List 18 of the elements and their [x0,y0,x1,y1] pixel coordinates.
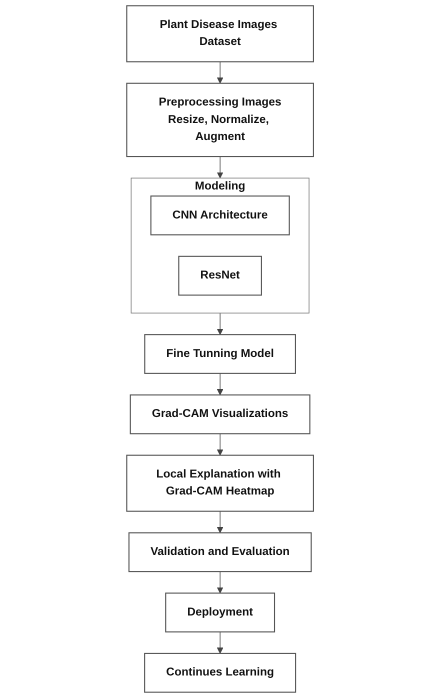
arrow [217,632,224,654]
arrow [217,312,224,335]
node-box: CNN Architecture [150,196,290,236]
node-box: Grad-CAM Visualizations [130,394,311,434]
node-box: Fine Tunning Model [144,334,296,374]
node-box: Plant Disease Images Dataset [126,5,314,62]
arrow [217,156,224,178]
node-box: Deployment [166,592,276,632]
arrow [217,510,224,534]
arrow [217,61,224,84]
arrow [217,433,224,456]
node-box: Local Explanation with Grad-CAM Heatmap [126,454,314,512]
arrow [217,373,224,396]
node-box: Preprocessing Images Resize, Normalize, Augment [126,82,314,158]
node-box: Continues Learning [144,652,297,693]
node-box: ResNet [178,256,262,296]
node-box: Validation and Evaluation [128,532,312,572]
arrow [217,571,224,594]
